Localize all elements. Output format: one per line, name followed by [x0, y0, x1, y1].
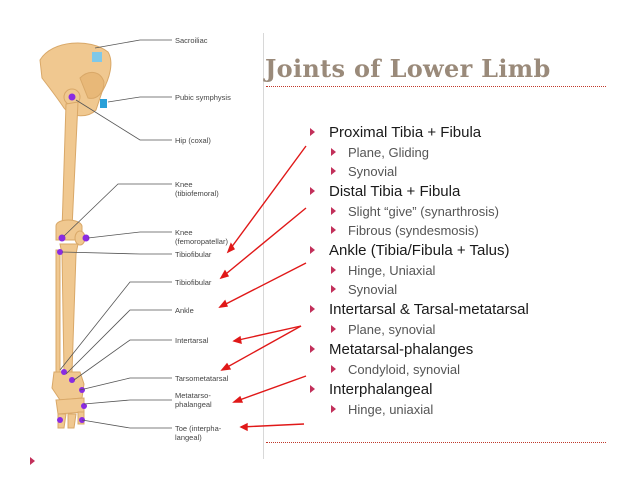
empty-bullet-marker-icon — [30, 457, 35, 465]
bullet-item: Proximal Tibia + Fibula Plane, Gliding S… — [310, 122, 630, 181]
sub-bullet-marker-icon — [331, 365, 336, 373]
label-sacroiliac: Sacroiliac — [175, 36, 208, 45]
bullet-text: Proximal Tibia + Fibula — [329, 124, 482, 141]
bullet-text: Ankle (Tibia/Fibula + Talus) — [329, 242, 510, 259]
bullet-marker-icon — [310, 385, 315, 393]
label-pubic-symphysis: Pubic symphysis — [175, 93, 231, 102]
sub-bullet-text: Hinge, Uniaxial — [348, 263, 436, 278]
sub-bullet-marker-icon — [331, 325, 336, 333]
sub-bullet-item: Plane, synovial — [329, 320, 630, 339]
sub-bullet-text: Synovial — [348, 282, 398, 297]
joint-markers — [57, 93, 90, 423]
leader-lines — [59, 39, 172, 429]
sub-bullet-marker-icon — [331, 148, 336, 156]
bullet-item: Interphalangeal Hinge, uniaxial — [310, 379, 630, 419]
pubic-symphysis-marker — [100, 99, 107, 108]
red-arrows — [218, 145, 307, 432]
label-ankle: Ankle — [175, 306, 194, 315]
sub-bullet-item: Fibrous (syndesmosis) — [329, 221, 630, 240]
bullet-list: Proximal Tibia + Fibula Plane, Gliding S… — [310, 122, 630, 419]
label-hip: Hip (coxal) — [175, 136, 211, 145]
sub-bullet-item: Synovial — [329, 162, 630, 181]
label-tibiofibular-distal: Tibiofibular — [175, 278, 212, 287]
label-tibiofibular-proximal: Tibiofibular — [175, 250, 212, 259]
bullet-marker-icon — [310, 246, 315, 254]
bullet-marker-icon — [310, 128, 315, 136]
sub-bullet-text: Fibrous (syndesmosis) — [348, 223, 479, 238]
sub-bullet-item: Plane, Gliding — [329, 143, 630, 162]
bullet-text: Intertarsal & Tarsal-metatarsal — [329, 301, 529, 318]
bullet-marker-icon — [310, 305, 315, 313]
bullet-item: Ankle (Tibia/Fibula + Talus) Hinge, Unia… — [310, 240, 630, 299]
label-metatarsophalangeal: Metatarso- phalangeal — [175, 391, 212, 409]
bullet-marker-icon — [310, 187, 315, 195]
sub-bullet-marker-icon — [331, 405, 336, 413]
bullet-text: Interphalangeal — [329, 381, 433, 398]
sub-bullet-text: Hinge, uniaxial — [348, 402, 434, 417]
bullet-text: Metatarsal-phalanges — [329, 341, 474, 358]
bullet-item: Distal Tibia + Fibula Slight “give” (syn… — [310, 181, 630, 240]
label-toe-interphalangeal: Toe (interpha- langeal) — [175, 424, 222, 442]
sub-bullet-item: Condyloid, synovial — [329, 360, 630, 379]
sub-bullet-item: Synovial — [329, 280, 630, 299]
label-knee-femoropatellar: Knee (femoropatellar) — [175, 228, 228, 246]
sub-bullet-item: Hinge, Uniaxial — [329, 261, 630, 280]
sub-bullet-text: Synovial — [348, 164, 398, 179]
sub-bullet-item: Slight “give” (synarthrosis) — [329, 202, 630, 221]
bullet-item: Intertarsal & Tarsal-metatarsal Plane, s… — [310, 299, 630, 339]
label-knee-tibiofemoral: Knee (tibiofemoral) — [175, 180, 219, 198]
sub-bullet-marker-icon — [331, 266, 336, 274]
bullet-text: Distal Tibia + Fibula — [329, 183, 461, 200]
sub-bullet-text: Slight “give” (synarthrosis) — [348, 204, 499, 219]
sub-bullet-marker-icon — [331, 167, 336, 175]
footer-divider — [266, 442, 606, 443]
sub-bullet-item: Hinge, uniaxial — [329, 400, 630, 419]
label-intertarsal: Intertarsal — [175, 336, 209, 345]
sacroiliac-joint-marker — [92, 52, 102, 62]
slide-title: Joints of Lower Limb — [265, 54, 551, 83]
sub-bullet-text: Plane, Gliding — [348, 145, 429, 160]
sub-bullet-marker-icon — [331, 226, 336, 234]
bullet-marker-icon — [310, 345, 315, 353]
title-divider — [266, 86, 606, 87]
label-tarsometatarsal: Tarsometatarsal — [175, 374, 229, 383]
sub-bullet-text: Condyloid, synovial — [348, 362, 461, 377]
sub-bullet-marker-icon — [331, 285, 336, 293]
sub-bullet-text: Plane, synovial — [348, 322, 436, 337]
bullet-item: Metatarsal-phalanges Condyloid, synovial — [310, 339, 630, 379]
sub-bullet-marker-icon — [331, 207, 336, 215]
tibia-fibula-bones — [55, 243, 79, 373]
